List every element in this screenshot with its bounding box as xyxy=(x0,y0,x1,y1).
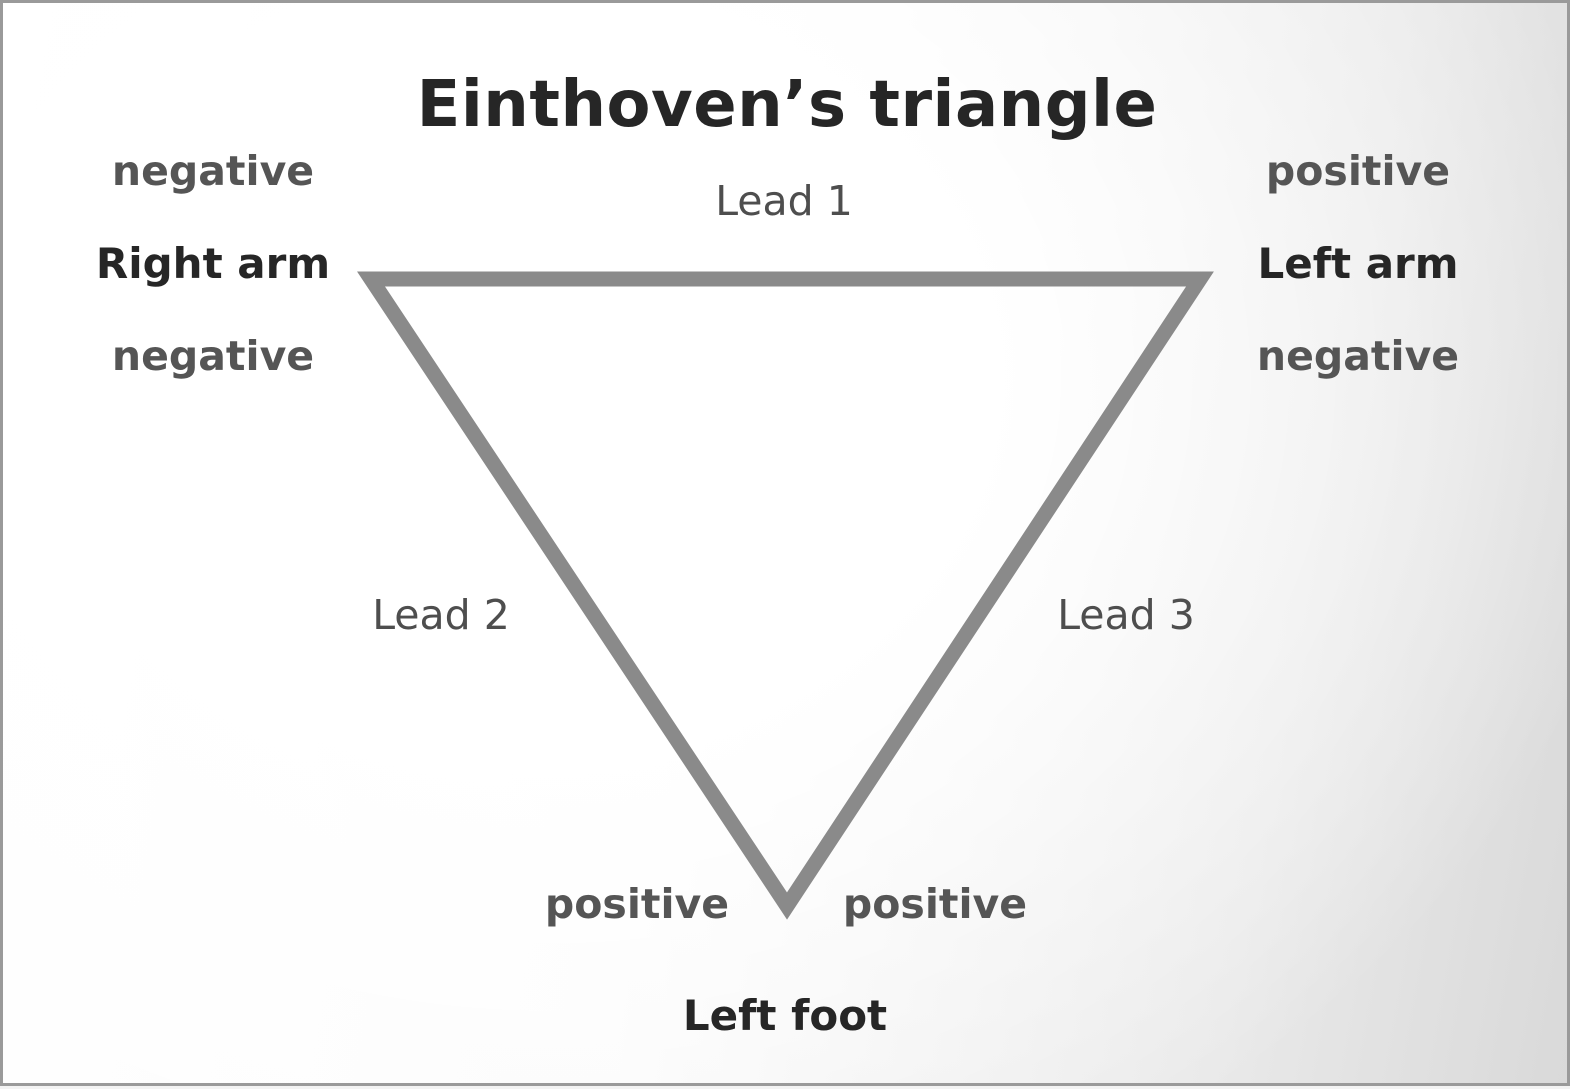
diagram-title: Einthoven’s triangle xyxy=(416,68,1158,142)
lead-1-label: Lead 1 xyxy=(715,177,853,225)
lead-2-label: Lead 2 xyxy=(372,591,510,639)
lead-3-label: Lead 3 xyxy=(1057,591,1195,639)
triangle-outline xyxy=(357,271,1214,920)
left-foot-polarity-right: positive xyxy=(842,880,1028,928)
left-arm-polarity-top: positive xyxy=(1265,147,1451,195)
left-arm-polarity-bottom: negative xyxy=(1256,332,1460,380)
left-arm-label: Left arm xyxy=(1257,239,1459,288)
right-arm-polarity-bottom: negative xyxy=(111,332,315,380)
einthoven-triangle xyxy=(357,271,1214,920)
right-arm-label: Right arm xyxy=(95,239,331,288)
right-arm-polarity-top: negative xyxy=(111,147,315,195)
left-foot-polarity-left: positive xyxy=(544,880,730,928)
left-foot-label: Left foot xyxy=(682,991,888,1040)
